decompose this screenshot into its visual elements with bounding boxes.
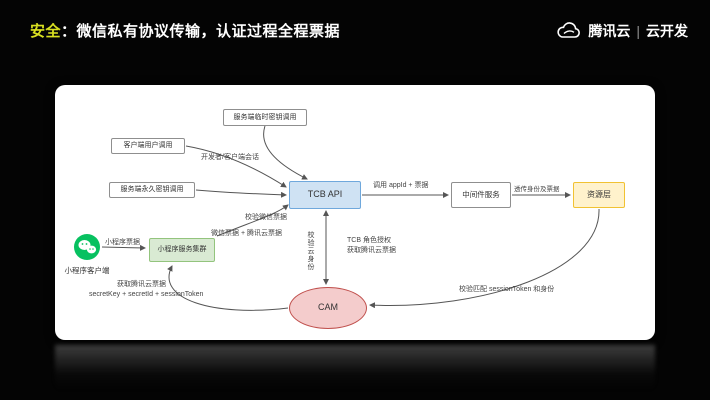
cloud-icon <box>557 22 581 38</box>
label-mp-ticket: 小程序票据 <box>105 239 140 246</box>
node-server-temp-key: 服务端临时密钥调用 <box>223 109 307 126</box>
card-reflection <box>55 345 655 393</box>
node-cam: CAM <box>289 287 367 329</box>
label-tcb-role-auth: TCB 角色授权 <box>347 237 391 244</box>
logo-divider: | <box>636 23 640 39</box>
label-wechat-plus-cloud-ticket: 微信票据 + 腾讯云票据 <box>211 230 282 237</box>
node-client-user-call: 客户端用户调用 <box>111 138 185 154</box>
node-middleware-service: 中间件服务 <box>451 182 511 208</box>
label-verify-match-session: 校验匹配 sessionToken 和身份 <box>459 286 555 293</box>
label-dev-client-session: 开发者/客户端会话 <box>201 154 259 161</box>
title-rest: ：微信私有协议传输，认证过程全程票据 <box>61 23 341 40</box>
wechat-icon <box>74 234 100 260</box>
node-mp-service-cluster: 小程序服务集群 <box>149 238 215 262</box>
label-call-appid-ticket: 调用 appId + 票据 <box>373 182 429 189</box>
logo-text: 腾讯云 <box>588 23 631 39</box>
diagram-card: 服务端临时密钥调用 客户端用户调用 服务端永久密钥调用 TCB API 中间件服… <box>55 85 655 340</box>
logo-suffix: 云开发 <box>646 23 688 39</box>
label-secret-keys: secretKey + secretId + sessionToken <box>89 291 204 298</box>
label-get-ticket-title: 获取腾讯云票据 <box>117 281 166 288</box>
diagram-arrows <box>101 125 600 311</box>
node-tcb-api: TCB API <box>289 181 361 209</box>
label-verify-wechat-ticket: 校验微信票据 <box>245 214 287 221</box>
node-server-perm-key: 服务端永久密钥调用 <box>109 182 195 198</box>
label-get-cloud-ticket: 获取腾讯云票据 <box>347 247 396 254</box>
node-resource-layer: 资源层 <box>573 182 625 208</box>
label-passthrough-identity: 透传身份及票据 <box>514 186 560 193</box>
label-mp-client: 小程序客户端 <box>64 266 110 275</box>
label-verify-cloud-identity: 校验云身份 <box>307 231 314 271</box>
title-highlight: 安全 <box>30 23 62 40</box>
tencent-cloud-logo: 腾讯云 | 云开发 <box>556 21 688 41</box>
page-title: 安全：微信私有协议传输，认证过程全程票据 <box>30 20 340 41</box>
